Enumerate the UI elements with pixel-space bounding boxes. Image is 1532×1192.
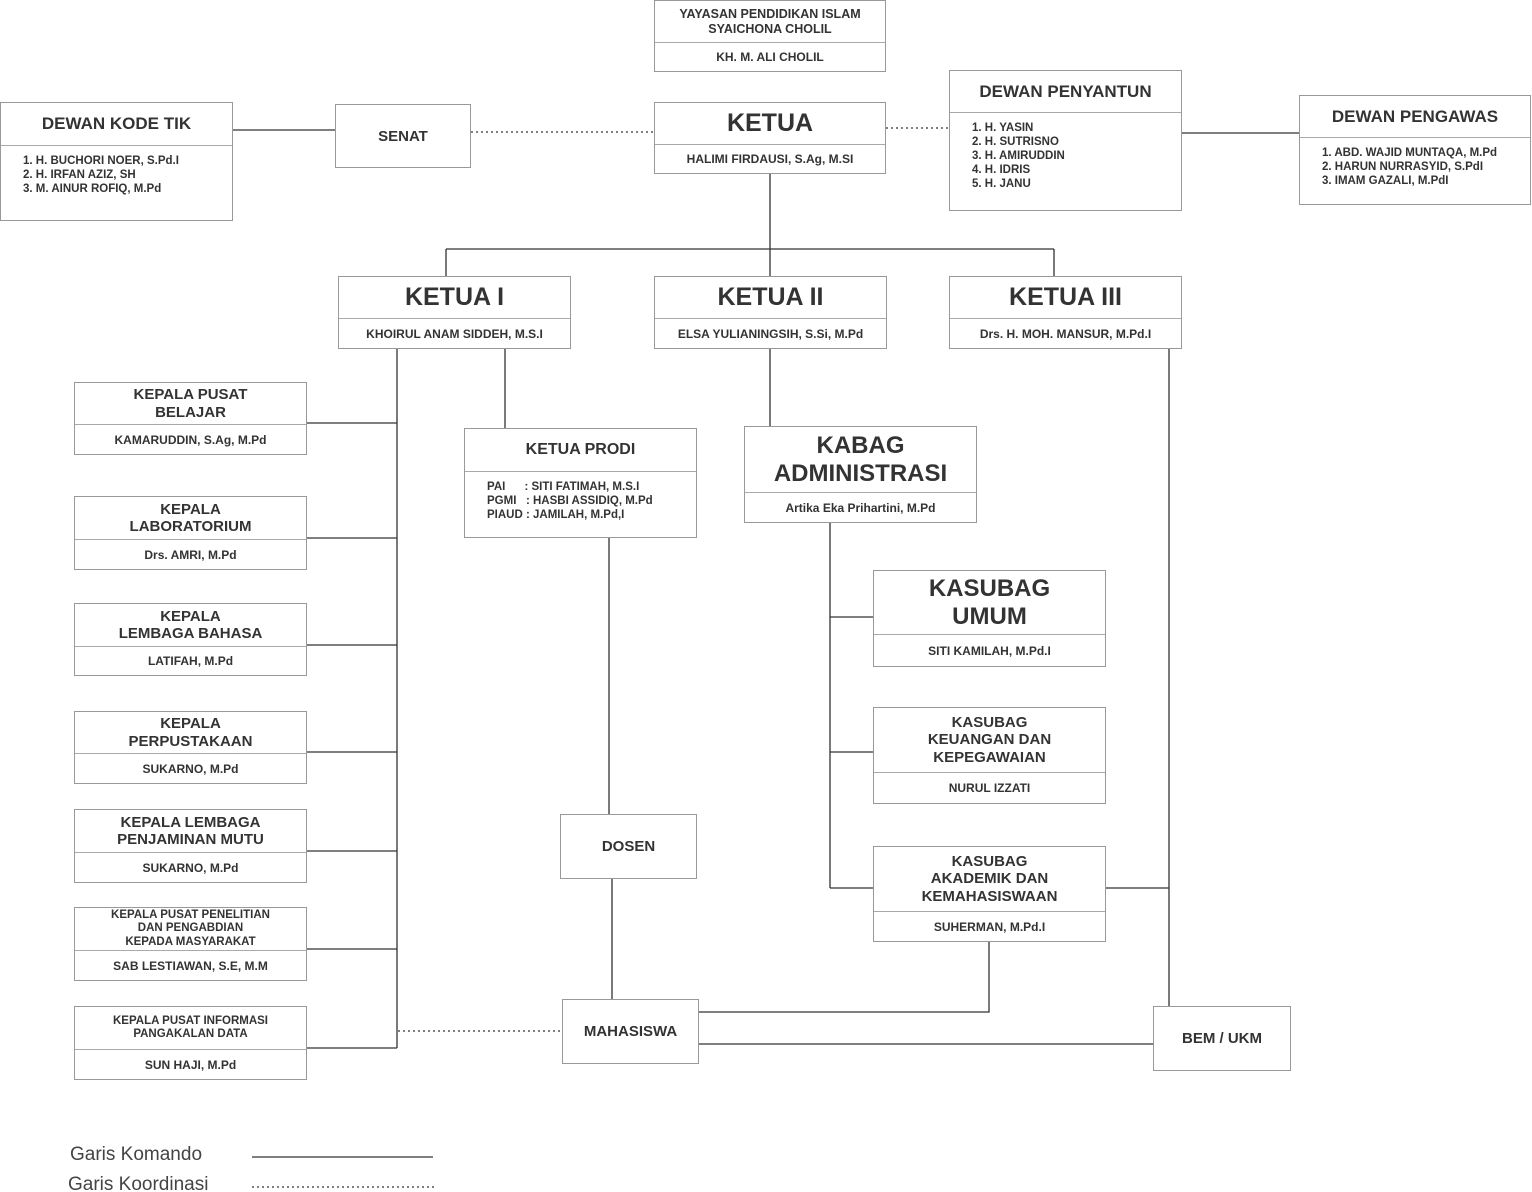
dewan-penyantun-box: DEWAN PENYANTUN 1. H. YASIN 2. H. SUTRISN… [949, 70, 1182, 211]
ketua-3-name: Drs. H. MOH. MANSUR, M.Pd.I [979, 326, 1152, 341]
member: 3. H. AMIRUDDIN [972, 150, 1065, 162]
legend-garis-komando: Garis Komando [70, 1144, 203, 1165]
member: 1. H. BUCHORI NOER, S.Pd.I [23, 155, 179, 167]
member: 1. H. YASIN [972, 122, 1034, 134]
bem-ukm-box: BEM / UKM [1153, 1006, 1291, 1071]
unit-box: KEPALA PUSAT INFORMASI PANGAKALAN DATA SU… [74, 1006, 307, 1080]
dewan-pengawas-title: DEWAN PENGAWAS [1300, 96, 1530, 138]
ketua-2-name: ELSA YULIANINGSIH, S.Si, M.Pd [677, 326, 864, 341]
kasubag-akademik-name: SUHERMAN, M.Pd.I [933, 919, 1046, 934]
unit-name: SUKARNO, M.Pd [142, 860, 239, 875]
unit-box: KEPALA LABORATORIUM Drs. AMRI, M.Pd [74, 496, 307, 570]
member: 4. H. IDRIS [972, 164, 1031, 176]
unit-name: SUKARNO, M.Pd [142, 761, 239, 776]
mahasiswa-box: MAHASISWA [562, 999, 699, 1064]
kasubag-umum-name: SITI KAMILAH, M.Pd.I [928, 643, 1051, 658]
unit-name: SUN HAJI, M.Pd [144, 1057, 237, 1072]
unit-title: KEPALA PUSAT PENELITIAN DAN PENGABDIAN K… [75, 908, 306, 951]
unit-title: KEPALA PUSAT INFORMASI PANGAKALAN DATA [75, 1007, 306, 1050]
kasubag-keuangan-box: KASUBAG KEUANGAN DAN KEPEGAWAIAN NURUL I… [873, 707, 1106, 804]
member: 1. ABD. WAJID MUNTAQA, M.Pd [1322, 147, 1498, 159]
unit-name: SAB LESTIAWAN, S.E, M.M [113, 958, 268, 973]
dewan-kode-etik-title: DEWAN KODE TIK [1, 103, 232, 146]
unit-box: KEPALA LEMBAGA BAHASA LATIFAH, M.Pd [74, 603, 307, 676]
ketua-3-title: KETUA III [950, 277, 1181, 319]
ketua-2-title: KETUA II [655, 277, 886, 319]
dosen-title: DOSEN [601, 838, 656, 855]
unit-title: KEPALA LABORATORIUM [75, 497, 306, 540]
member: 3. IMAM GAZALI, M.PdI [1322, 175, 1449, 187]
yayasan-name: KH. M. ALI CHOLIL [716, 50, 824, 64]
ketua-1-box: KETUA I KHOIRUL ANAM SIDDEH, M.S.I [338, 276, 571, 349]
dosen-box: DOSEN [560, 814, 697, 879]
unit-box: KEPALA PUSAT PENELITIAN DAN PENGABDIAN K… [74, 907, 307, 981]
kabag-name: Artika Eka Prihartini, M.Pd [785, 500, 936, 515]
ketua-box: KETUA HALIMI FIRDAUSI, S.Ag, M.SI [654, 102, 886, 174]
unit-title: KEPALA PUSAT BELAJAR [75, 383, 306, 425]
kasubag-akademik-title: KASUBAG AKADEMIK DAN KEMAHASISWAAN [874, 847, 1105, 912]
legend-garis-koordinasi: Garis Koordinasi [68, 1174, 209, 1192]
unit-box: KEPALA PUSAT BELAJAR KAMARUDDIN, S.Ag, M.… [74, 382, 307, 455]
member: 2. HARUN NURRASYID, S.PdI [1322, 161, 1484, 173]
ketua-prodi-box: KETUA PRODI PAI : SITI FATIMAH, M.S.I PGM… [464, 428, 697, 538]
yayasan-title: YAYASAN PENDIDIKAN ISLAM SYAICHONA CHOLI… [655, 1, 885, 43]
ketua-1-title: KETUA I [339, 277, 570, 319]
prodi-entry: PIAUD : JAMILAH, M.Pd,I [487, 509, 625, 521]
kasubag-keuangan-title: KASUBAG KEUANGAN DAN KEPEGAWAIAN [874, 708, 1105, 773]
kasubag-keuangan-name: NURUL IZZATI [948, 781, 1031, 795]
unit-box: KEPALA LEMBAGA PENJAMINAN MUTU SUKARNO, M… [74, 809, 307, 883]
unit-name: LATIFAH, M.Pd [147, 654, 234, 668]
kasubag-umum-box: KASUBAG UMUM SITI KAMILAH, M.Pd.I [873, 570, 1106, 667]
ketua-name: HALIMI FIRDAUSI, S.Ag, M.SI [686, 152, 854, 166]
mahasiswa-title: MAHASISWA [583, 1023, 678, 1040]
member: 5. H. JANU [972, 178, 1031, 190]
kabag-administrasi-box: KABAG ADMINISTRASI Artika Eka Prihartini… [744, 426, 977, 523]
unit-title: KEPALA LEMBAGA BAHASA [75, 604, 306, 647]
kasubag-akademik-box: KASUBAG AKADEMIK DAN KEMAHASISWAAN SUHER… [873, 846, 1106, 942]
unit-name: KAMARUDDIN, S.Ag, M.Pd [114, 432, 267, 447]
yayasan-box: YAYASAN PENDIDIKAN ISLAM SYAICHONA CHOLI… [654, 0, 886, 72]
kabag-title: KABAG ADMINISTRASI [745, 427, 976, 493]
unit-title: KEPALA LEMBAGA PENJAMINAN MUTU [75, 810, 306, 853]
ketua-1-name: KHOIRUL ANAM SIDDEH, M.S.I [366, 326, 543, 341]
ketua-prodi-title: KETUA PRODI [465, 429, 696, 472]
prodi-entry: PGMI : HASBI ASSIDIQ, M.Pd [487, 495, 653, 507]
dewan-kode-etik-box: DEWAN KODE TIK 1. H. BUCHORI NOER, S.Pd.… [0, 102, 233, 221]
unit-box: KEPALA PERPUSTAKAAN SUKARNO, M.Pd [74, 711, 307, 784]
senat-box: SENAT [335, 104, 471, 168]
ketua-2-box: KETUA II ELSA YULIANINGSIH, S.Si, M.Pd [654, 276, 887, 349]
member: 3. M. AINUR ROFIQ, M.Pd [23, 183, 162, 195]
ketua-title: KETUA [655, 103, 885, 145]
kasubag-umum-title: KASUBAG UMUM [874, 571, 1105, 635]
member: 2. H. SUTRISNO [972, 136, 1059, 148]
ketua-3-box: KETUA III Drs. H. MOH. MANSUR, M.Pd.I [949, 276, 1182, 349]
member: 2. H. IRFAN AZIZ, SH [23, 169, 136, 181]
dewan-penyantun-title: DEWAN PENYANTUN [950, 71, 1181, 113]
senat-title: SENAT [378, 127, 428, 145]
unit-name: Drs. AMRI, M.Pd [144, 547, 237, 562]
dewan-pengawas-box: DEWAN PENGAWAS 1. ABD. WAJID MUNTAQA, M.… [1299, 95, 1531, 205]
bem-title: BEM / UKM [1182, 1030, 1262, 1047]
prodi-entry: PAI : SITI FATIMAH, M.S.I [487, 481, 640, 493]
unit-title: KEPALA PERPUSTAKAAN [75, 712, 306, 754]
